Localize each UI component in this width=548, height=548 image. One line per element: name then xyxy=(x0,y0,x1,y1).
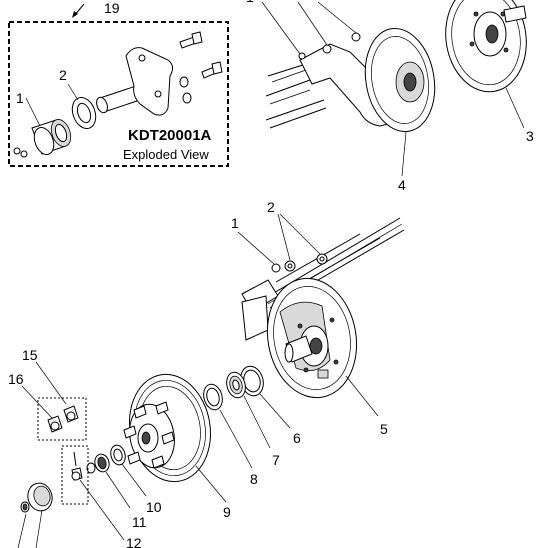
inset-hardware xyxy=(13,31,223,158)
callout-4-label: 4 xyxy=(398,177,406,193)
brake-backing-plate xyxy=(266,277,358,399)
top-brake-drum xyxy=(445,0,527,93)
callout-11-label: 11 xyxy=(132,514,147,530)
callout-1-mid-label: 1 xyxy=(231,215,239,231)
hub-drum-9: 9 xyxy=(123,373,231,520)
callout-6-label: 6 xyxy=(293,430,301,446)
callout-19-arrowhead xyxy=(72,11,78,18)
callout-12-label: 12 xyxy=(126,535,142,548)
callout-3-label: 3 xyxy=(526,128,534,144)
inset-bushing xyxy=(31,119,72,156)
callout-1-top-label: 1 xyxy=(246,0,254,5)
nut-cotter-group xyxy=(61,445,89,505)
bearing-7 xyxy=(226,371,246,399)
wheel-studs xyxy=(123,401,175,469)
callout-1-mid-leader xyxy=(237,231,275,265)
top-axle-assembly: 3 4 xyxy=(261,0,534,193)
callout-2-mid-leaders xyxy=(277,213,321,261)
inset-spindle xyxy=(96,47,174,116)
inset-callout-1-label: 1 xyxy=(16,90,24,106)
lug-nut-group xyxy=(37,397,87,441)
callout-15-label: 15 xyxy=(22,347,38,363)
main-axle-assembly: 1 2 5 xyxy=(231,199,405,437)
callout-7-label: 7 xyxy=(272,452,280,468)
exploded-view-inset: 19 xyxy=(8,0,229,167)
inset-callout-1-leader xyxy=(25,97,41,127)
inset-washer xyxy=(71,97,97,129)
bearings-and-seals: 6 7 8 xyxy=(203,365,301,487)
callout-5-label: 5 xyxy=(380,421,388,437)
inset-callout-2-leader xyxy=(67,83,79,101)
callout-10-label: 10 xyxy=(146,499,162,515)
callout-19-label: 19 xyxy=(104,0,120,16)
callout-2-mid-label: 2 xyxy=(267,199,275,215)
inset-model-number: KDT20001A xyxy=(128,127,212,144)
inset-callout-2-label: 2 xyxy=(59,67,67,83)
small-parts: 10 11 12 15 16 xyxy=(8,347,162,548)
callout-16-label: 16 xyxy=(8,371,24,387)
inset-border xyxy=(8,21,229,167)
inset-caption: Exploded View xyxy=(123,147,209,162)
callout-9-label: 9 xyxy=(223,504,231,520)
callout-8-label: 8 xyxy=(250,471,258,487)
